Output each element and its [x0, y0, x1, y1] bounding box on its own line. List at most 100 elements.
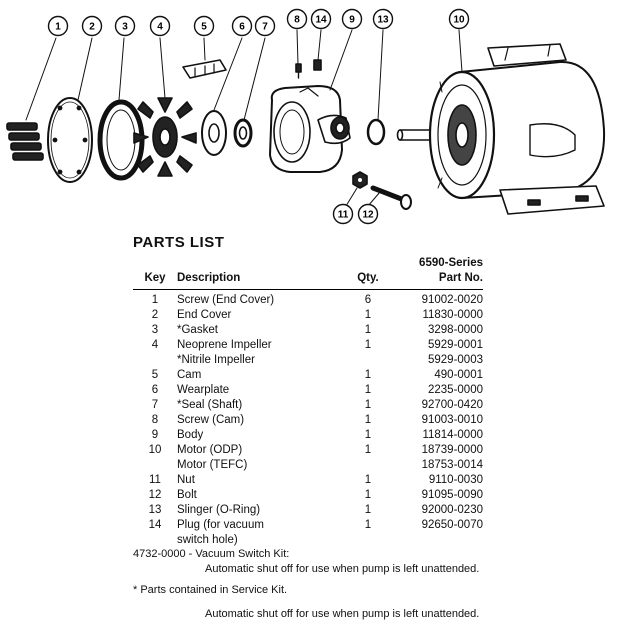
header-qty: Qty. — [335, 271, 401, 290]
cell-qty: 1 — [364, 444, 372, 456]
cell-key: 12 — [148, 489, 162, 501]
callout-3: 3 — [114, 15, 136, 37]
vacuum-plug-part — [313, 59, 322, 71]
vacuum-kit-line: 4732-0000 - Vacuum Switch Kit: — [133, 548, 290, 560]
cell-part-no: 91003-0010 — [421, 414, 483, 426]
callouts: 1 2 3 4 5 6 7 8 — [47, 8, 470, 225]
cell-part-no: 490-0001 — [434, 369, 483, 381]
svg-text:7: 7 — [262, 22, 268, 33]
slinger-oring-part — [366, 118, 386, 146]
cell-part-no: 92650-0070 — [421, 519, 483, 531]
table-header-row: Key Description Qty. Part No. — [133, 271, 483, 290]
svg-text:8: 8 — [294, 15, 300, 26]
cell-qty: 1 — [364, 519, 372, 531]
cell-description: Screw (End Cover) — [177, 294, 275, 306]
cell-part-no — [401, 533, 483, 548]
cell-qty: 6 — [364, 294, 372, 306]
table-row: switch hole) — [133, 533, 483, 548]
cell-description: Slinger (O-Ring) — [177, 504, 261, 516]
cell-part-no: 92700-0420 — [421, 399, 483, 411]
cell-qty: 1 — [364, 504, 372, 516]
cell-qty: 1 — [364, 309, 372, 321]
parts-list-title: PARTS LIST — [133, 234, 225, 251]
vacuum-kit-description-repeat: Automatic shut off for use when pump is … — [205, 608, 480, 620]
header-part-no: Part No. — [401, 271, 483, 290]
cell-qty — [335, 458, 401, 473]
motor-part — [396, 43, 606, 215]
table-row: 1 Screw (End Cover) 6 91002-0020 — [133, 290, 483, 309]
notes: 4732-0000 - Vacuum Switch Kit: Automatic… — [133, 547, 613, 622]
cell-part-no: 92000-0230 — [421, 504, 483, 516]
wearplate-part — [201, 110, 227, 156]
callout-12: 12 — [357, 203, 379, 225]
svg-text:13: 13 — [377, 15, 389, 26]
exploded-pump-diagram: 1 2 3 4 5 6 7 8 — [6, 8, 606, 225]
callout-6: 6 — [231, 15, 253, 37]
callout-4: 4 — [149, 15, 171, 37]
cell-description: Bolt — [177, 489, 197, 501]
cell-description: Wearplate — [177, 384, 230, 396]
cell-key: 14 — [148, 519, 162, 531]
svg-text:6: 6 — [239, 22, 245, 33]
callout-1: 1 — [47, 15, 69, 37]
cell-key: 8 — [151, 414, 159, 426]
callout-13: 13 — [372, 8, 394, 30]
header-description: Description — [177, 271, 335, 290]
cell-description: *Seal (Shaft) — [177, 399, 243, 411]
cell-part-no: 91095-0090 — [421, 489, 483, 501]
cell-qty: 1 — [364, 429, 372, 441]
cell-description: Motor (ODP) — [177, 444, 243, 456]
cell-part-no: 18739-0000 — [421, 444, 483, 456]
svg-text:14: 14 — [315, 15, 327, 26]
cell-part-no: 11830-0000 — [422, 309, 483, 321]
cell-key: 5 — [151, 369, 159, 381]
svg-text:1: 1 — [55, 22, 61, 33]
cell-description: *Gasket — [177, 324, 218, 336]
cell-key — [133, 458, 177, 473]
cell-key: 6 — [151, 384, 159, 396]
cell-part-no: 11814-0000 — [422, 429, 483, 441]
callout-10: 10 — [448, 8, 470, 30]
cell-qty: 1 — [364, 474, 372, 486]
cell-description: End Cover — [177, 309, 232, 321]
cell-qty: 1 — [364, 489, 372, 501]
cell-key: 4 — [151, 339, 159, 351]
callout-11: 11 — [332, 203, 354, 225]
parts-table: 6590-Series Key Description Qty. Part No… — [133, 256, 483, 548]
callout-2: 2 — [81, 15, 103, 37]
cell-qty: 1 — [364, 339, 372, 351]
cell-part-no: 91002-0020 — [421, 294, 483, 306]
cell-part-no: 2235-0000 — [428, 384, 483, 396]
service-kit-note: * Parts contained in Service Kit. — [133, 584, 288, 596]
screws-end-cover-part — [6, 122, 44, 161]
cell-description: Body — [177, 429, 204, 441]
cell-description: Nut — [177, 474, 195, 486]
cell-key — [133, 533, 177, 548]
svg-text:4: 4 — [157, 22, 163, 33]
svg-text:9: 9 — [349, 15, 355, 26]
vacuum-kit-description: Automatic shut off for use when pump is … — [205, 563, 480, 575]
cell-key: 1 — [151, 294, 159, 306]
shaft-seal-part — [233, 118, 253, 148]
cell-description: Motor (TEFC) — [177, 459, 248, 471]
cell-qty — [335, 533, 401, 548]
header-series: 6590-Series — [419, 257, 483, 269]
svg-text:3: 3 — [122, 22, 128, 33]
table-header-row-series: 6590-Series — [133, 256, 483, 271]
leader-lines — [25, 29, 463, 207]
end-cover-part — [47, 97, 93, 183]
cell-part-no: 5929-0001 — [428, 339, 483, 351]
cell-qty: 1 — [364, 414, 372, 426]
